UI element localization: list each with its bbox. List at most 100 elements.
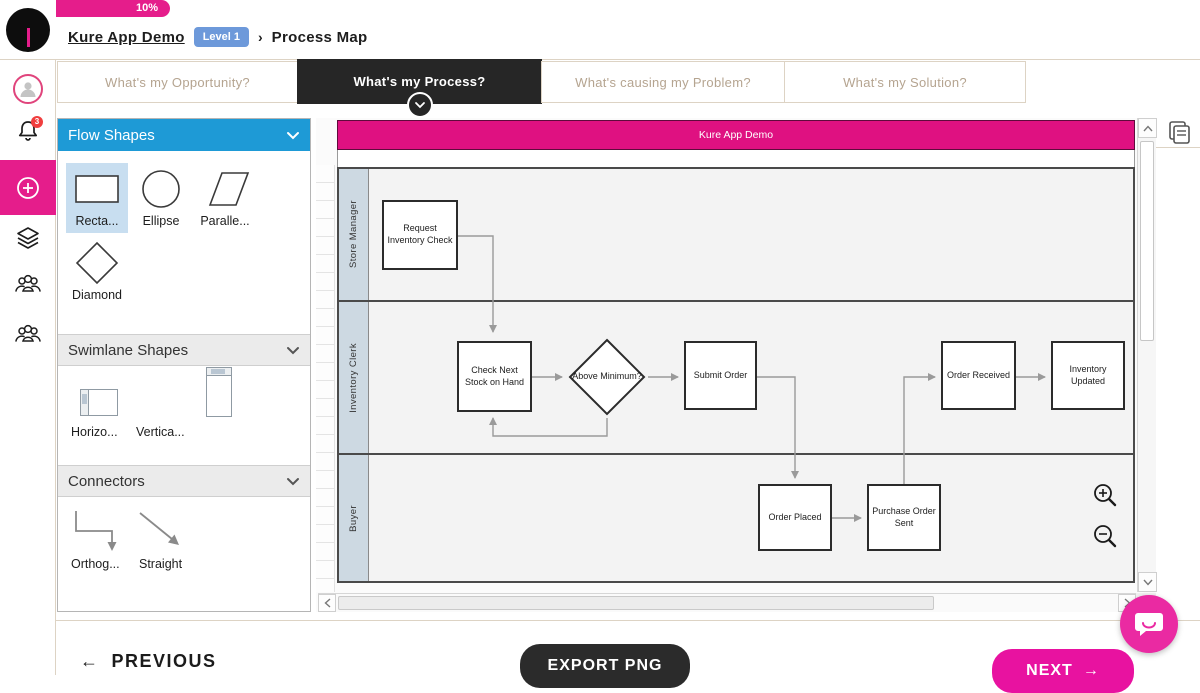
shapes-panel: Flow Shapes Recta... Ellipse Paralle... … [57,118,311,612]
node-purchase-order-sent[interactable]: Purchase Order Sent [867,484,941,551]
chevron-down-icon [287,477,299,485]
page-title: Process Map [271,28,368,46]
previous-label: PREVIOUS [111,651,217,671]
export-label: EXPORT PNG [547,657,663,674]
tab-opportunity[interactable]: What's my Opportunity? [57,61,298,103]
node-order-placed[interactable]: Order Placed [758,484,832,551]
previous-button[interactable]: ← PREVIOUS [80,651,217,672]
notification-count-badge: 3 [31,116,43,128]
zoom-in-icon [1094,484,1117,507]
swimlane-shapes-section-header[interactable]: Swimlane Shapes [58,334,310,366]
people-group-icon [15,324,41,342]
level-badge: Level 1 [193,27,249,47]
chevron-up-icon [1142,124,1153,131]
shape-item-label: Horizo... [71,425,118,439]
connectors-layer [458,235,1046,522]
arrow-left-icon: ← [80,651,100,671]
chevron-down-icon [287,131,299,139]
chevron-down-icon [415,102,425,109]
pool-spacer [337,150,1135,167]
node-submit-order[interactable]: Submit Order [684,341,757,410]
lane-label[interactable]: Inventory Clerk [339,302,369,453]
people-group-icon [15,274,41,292]
collapse-tab-button[interactable] [407,92,433,118]
add-button[interactable] [0,160,56,215]
zoom-out-button[interactable] [1091,522,1119,550]
shape-item-parallelogram[interactable]: Paralle... [194,163,256,228]
chevron-down-icon [1142,579,1153,586]
shape-item-vertical-swimlane[interactable] [206,367,232,417]
diamond-shape [568,338,646,416]
connectors-section-header[interactable]: Connectors [58,465,310,497]
ellipse-icon [130,167,192,211]
node-label: Above Minimum? [572,371,642,382]
straight-connector-icon[interactable] [136,509,184,553]
shape-item-label: Ellipse [142,214,180,228]
connectors-title: Connectors [68,472,145,490]
shape-item-diamond[interactable]: Diamond [66,237,128,315]
stakeholders-button[interactable] [0,322,56,346]
node-order-received[interactable]: Order Received [941,341,1016,410]
progress-bar: 10% [56,0,170,17]
swimlane-store-manager: Store Manager [339,169,1133,302]
parallelogram-icon [194,167,256,211]
shape-item-label: Straight [139,557,183,571]
shape-item-ellipse[interactable]: Ellipse [130,163,192,228]
notes-button[interactable] [1166,119,1192,150]
person-icon [20,82,36,97]
chevron-left-icon [323,598,330,608]
scroll-up-button[interactable] [1138,118,1157,138]
swimlane-shapes-title: Swimlane Shapes [68,341,189,359]
flow-shapes-title: Flow Shapes [68,126,155,144]
breadcrumb: Kure App Demo Level 1 › Process Map [68,25,368,49]
tab-problem[interactable]: What's causing my Problem? [541,61,785,103]
flow-shapes-section-header[interactable]: Flow Shapes [58,119,310,151]
export-png-button[interactable]: EXPORT PNG [520,644,690,688]
vertical-scroll-thumb[interactable] [1140,141,1154,341]
team-button[interactable] [0,272,56,296]
shape-item-rectangle[interactable]: Recta... [66,163,128,233]
scroll-down-button[interactable] [1138,572,1157,592]
arrow-right-icon: → [1082,662,1100,679]
vertical-scrollbar[interactable] [1137,118,1157,592]
layers-icon [17,227,39,249]
chat-icon [1135,613,1163,636]
node-above-minimum[interactable]: Above Minimum? [568,338,646,416]
diagram-canvas[interactable]: Kure App Demo Store Manager Inventory Cl… [316,118,1157,612]
pool-title-bar[interactable]: Kure App Demo [337,120,1135,150]
scroll-left-button[interactable] [318,594,336,612]
next-button[interactable]: NEXT → [992,649,1134,693]
next-label: NEXT [1026,662,1073,679]
node-request-inventory-check[interactable]: Request Inventory Check [382,200,458,270]
user-avatar[interactable] [0,74,56,104]
zoom-in-button[interactable] [1091,481,1119,509]
tab-solution[interactable]: What's my Solution? [784,61,1026,103]
notifications-button[interactable] [0,118,56,144]
orthogonal-connector-icon[interactable] [70,507,122,555]
lane-body[interactable] [369,169,1133,300]
rectangle-icon [66,167,128,211]
lane-label[interactable]: Store Manager [339,169,369,300]
plus-circle-icon [17,176,39,199]
chat-widget-button[interactable] [1120,595,1178,653]
shape-item-label: Paralle... [200,214,250,228]
footer-bar: ← PREVIOUS EXPORT PNG NEXT → [0,620,1200,693]
lane-label[interactable]: Buyer [339,455,369,581]
lane-body[interactable] [369,455,1133,581]
layers-button[interactable] [0,225,56,251]
shape-item-label: Orthog... [71,557,120,571]
shape-item-label: Recta... [75,214,119,228]
document-copy-icon [1169,121,1190,144]
node-inventory-updated[interactable]: Inventory Updated [1051,341,1125,410]
shape-item-horizontal-swimlane[interactable] [80,389,118,416]
breadcrumb-project-link[interactable]: Kure App Demo [68,28,185,46]
zoom-out-icon [1094,525,1117,548]
breadcrumb-separator-icon: › [258,29,263,45]
kure-logo-icon[interactable] [6,8,50,52]
horizontal-scroll-thumb[interactable] [338,596,934,610]
horizontal-scrollbar[interactable] [318,593,1136,612]
shape-item-label: Diamond [71,288,123,302]
canvas-grid-strip [316,165,335,592]
node-check-next-stock[interactable]: Check Next Stock on Hand [457,341,532,412]
left-icon-rail: 3 [0,60,56,675]
